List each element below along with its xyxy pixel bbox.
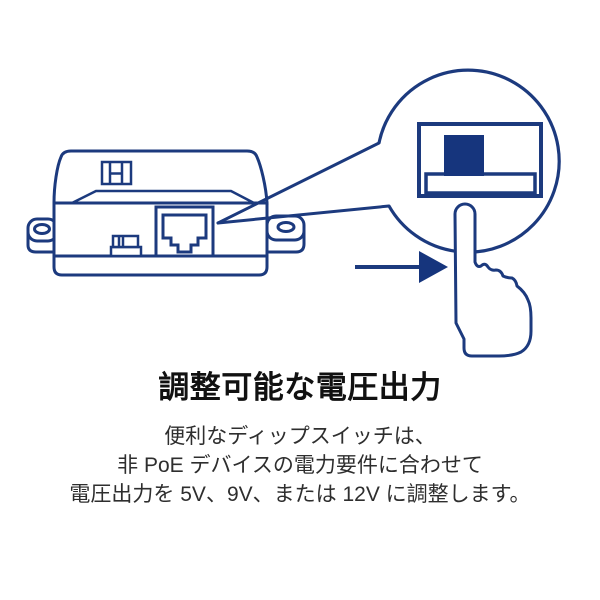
description-line: 非 PoE デバイスの電力要件に合わせて (117, 454, 483, 477)
description-line: 電圧出力を 5V、9V、または 12V に調整します。 (69, 483, 531, 506)
poe-injector-device-icon (52, 149, 269, 277)
description-line: 便利なディップスイッチは、 (164, 425, 436, 448)
dip-switch-front-icon (109, 234, 143, 258)
top-vent-detail-icon (100, 160, 133, 186)
page-title: 調整可能な電圧出力 (158, 370, 442, 405)
mounting-tab-right-icon (265, 214, 306, 254)
mounting-tab-left-icon (26, 217, 59, 254)
zoom-callout-circle-icon (377, 68, 561, 254)
pointing-hand-icon (453, 202, 533, 358)
dip-switch-knob-icon (444, 135, 484, 176)
dip-switch-zoomed-icon (417, 122, 543, 198)
rj45-port-icon (154, 205, 215, 258)
right-arrow-icon (355, 251, 448, 283)
description-text: 便利なディップスイッチは、 非 PoE デバイスの電力要件に合わせて 電圧出力を… (0, 422, 600, 509)
callout-tail (216, 141, 391, 225)
